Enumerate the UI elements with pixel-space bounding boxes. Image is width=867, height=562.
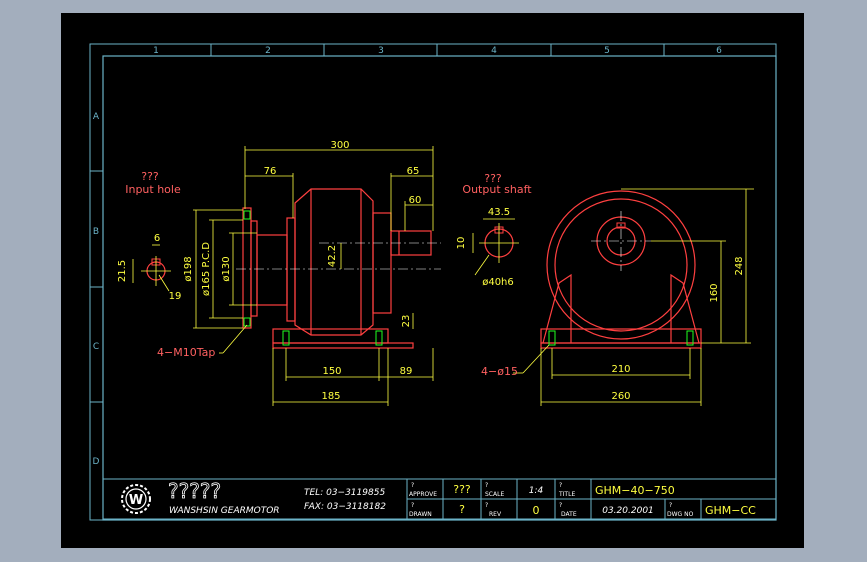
scale-q: ? — [485, 482, 488, 489]
dim-40h6: ø40h6 — [482, 277, 514, 288]
col-label-6: 6 — [716, 46, 722, 56]
dim-165-pcd: ø165 P.C.D — [201, 242, 212, 296]
col-label-4: 4 — [491, 46, 497, 56]
dim-160: 160 — [709, 283, 720, 302]
dim-21-5: 21.5 — [117, 260, 128, 282]
dim-10: 10 — [456, 237, 467, 250]
tel-text: TEL: 03−3119855 — [304, 488, 385, 498]
dim-260: 260 — [611, 391, 630, 402]
front-view — [540, 190, 702, 349]
col-label-2: 2 — [265, 46, 271, 56]
drawn-label: DRAWN — [409, 511, 432, 518]
input-hole-q: ??? — [141, 170, 159, 183]
row-label-a: A — [93, 112, 100, 122]
dim-6: 6 — [154, 233, 160, 244]
dim-130: ø130 — [221, 256, 232, 281]
dim-210: 210 — [611, 364, 630, 375]
fax-text: FAX: 03−3118182 — [304, 502, 386, 512]
dim-19: 19 — [169, 291, 182, 302]
dim-185: 185 — [321, 391, 340, 402]
dim-65: 65 — [407, 166, 420, 177]
date-q: ? — [559, 502, 562, 509]
dim-42-2: 42.2 — [327, 245, 338, 267]
output-shaft-q: ??? — [484, 172, 502, 185]
wanshsin-logo — [121, 484, 151, 514]
input-hole-label: Input hole — [125, 183, 181, 196]
rev-value: 0 — [533, 504, 540, 517]
drawn-q: ? — [411, 502, 414, 509]
inner-border — [102, 55, 777, 521]
approve-q: ? — [411, 482, 414, 489]
dim-300: 300 — [330, 140, 349, 151]
dim-198: ø198 — [183, 256, 194, 281]
front-center-lines — [591, 211, 651, 271]
input-hole-detail — [132, 244, 171, 292]
cad-drawing: 1 2 3 4 5 6 A B C D ??? Input hole 6 21.… — [89, 43, 777, 521]
rev-q: ? — [485, 502, 488, 509]
drawn-value: ? — [459, 503, 465, 516]
company-name-cjk: ????? — [168, 479, 221, 503]
rev-label: REV — [489, 511, 502, 518]
dim-23: 23 — [401, 315, 412, 328]
side-view — [236, 188, 441, 349]
col-label-5: 5 — [604, 46, 610, 56]
title-label: TITLE — [558, 491, 575, 498]
company-name-en: WANSHSIN GEARMOTOR — [169, 506, 280, 516]
tap-label: 4−M10Tap — [157, 346, 215, 359]
side-view-dimensions — [193, 146, 434, 406]
dwg-label: DWG NO — [667, 511, 694, 518]
row-label-d: D — [93, 457, 100, 467]
approve-label: APPROVE — [409, 491, 437, 498]
title-block-frame — [102, 478, 777, 520]
drawing-sheet: 1 2 3 4 5 6 A B C D ??? Input hole 6 21.… — [61, 13, 804, 548]
date-label: DATE — [561, 511, 577, 518]
front-view-dimensions — [513, 188, 754, 406]
row-label-b: B — [93, 227, 99, 237]
col-label-1: 1 — [153, 46, 159, 56]
dwg-q: ? — [669, 502, 672, 509]
date-value: 03.20.2001 — [602, 506, 654, 516]
dim-248: 248 — [734, 256, 745, 275]
scale-label: SCALE — [485, 491, 504, 498]
zone-ticks — [90, 44, 665, 403]
dim-43-5: 43.5 — [488, 207, 510, 218]
row-label-c: C — [93, 342, 99, 352]
scale-value: 1:4 — [529, 486, 544, 496]
holes-label: 4−ø15 — [481, 365, 518, 378]
title-value: GHM−40−750 — [595, 484, 675, 497]
output-shaft-label: Output shaft — [462, 183, 532, 196]
dim-150: 150 — [322, 366, 341, 377]
col-label-3: 3 — [378, 46, 384, 56]
dim-76: 76 — [264, 166, 277, 177]
logo-letter: W — [129, 493, 143, 508]
title-q: ? — [559, 482, 562, 489]
dim-60: 60 — [409, 195, 422, 206]
approve-value: ??? — [453, 483, 471, 496]
dim-89: 89 — [400, 366, 413, 377]
dwg-value: GHM−CC — [705, 504, 756, 517]
output-shaft-detail — [472, 218, 519, 276]
